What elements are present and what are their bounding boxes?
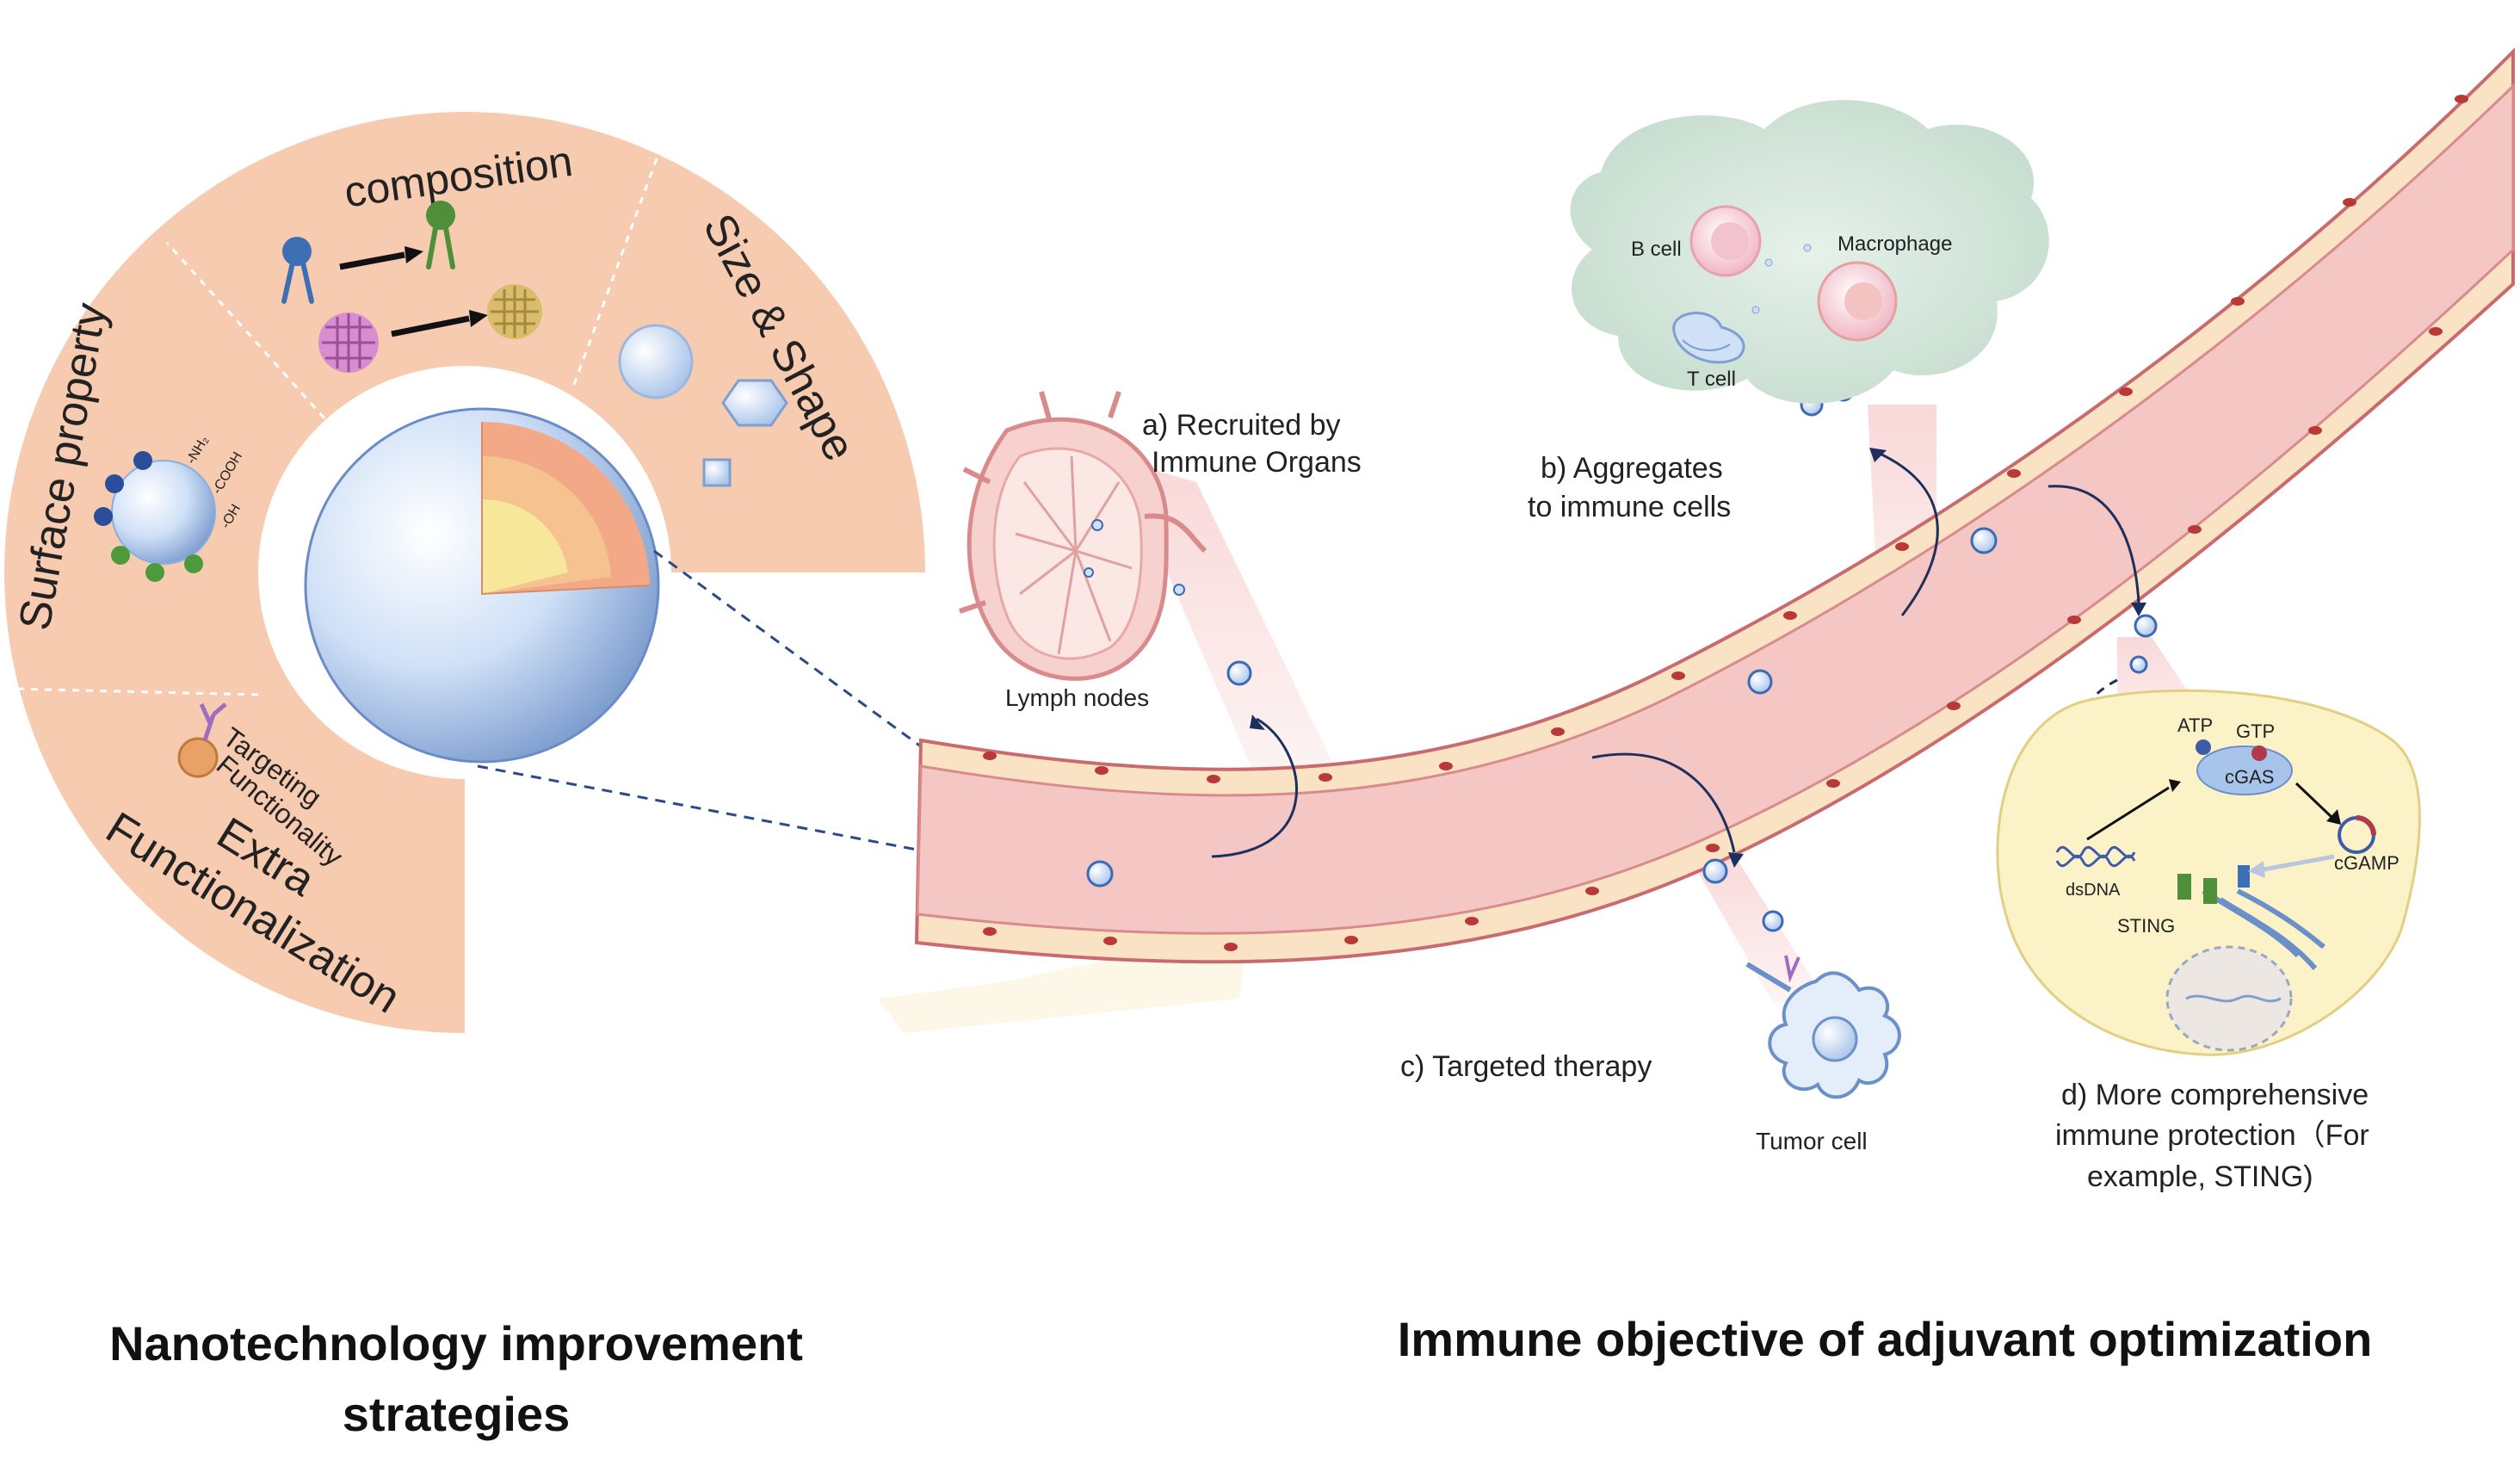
- cgamp-icon: [2338, 815, 2376, 854]
- lymph-nodes-label: Lymph nodes: [1005, 684, 1149, 711]
- free-nanoparticles: [1226, 381, 2158, 932]
- cgas-enzyme: [2196, 745, 2293, 795]
- b-cell-label: B cell: [1631, 238, 1682, 261]
- b-cell-icon: [1689, 205, 1762, 277]
- macrophage-icon: [1817, 261, 1898, 342]
- label-a-line2: Immune Organs: [1152, 446, 1362, 479]
- hexagon-shape-icon: [721, 379, 788, 427]
- zoom-lines: [477, 549, 1090, 884]
- lipid-blue-icon: [281, 237, 314, 304]
- label-b-line2: to immune cells: [1528, 491, 1731, 523]
- macrophage-label: Macrophage: [1838, 232, 1952, 256]
- cgamp-label: cGAMP: [2334, 852, 2400, 874]
- sting-label: STING: [2117, 915, 2175, 937]
- right-caption: Immune objective of adjuvant optimizatio…: [1282, 1304, 2487, 1375]
- beam-lymph: [1119, 461, 1343, 783]
- core-shell-nanoparticle: [304, 407, 660, 764]
- label-d-line3: example, STING): [2087, 1160, 2313, 1193]
- label-b-line1: b) Aggregates: [1541, 452, 1723, 485]
- immune-cell-cloud: [1570, 100, 2049, 404]
- lymph-node-organ: [959, 391, 1208, 681]
- dsdna-label: dsDNA: [2066, 881, 2121, 900]
- cgas-label: cGAS: [2225, 766, 2274, 788]
- dna-nanoparticle-icon: [318, 312, 379, 373]
- dsdna-icon: [2055, 845, 2136, 859]
- right-panel: a) Recruited by Immune Organs Lymph node…: [878, 47, 2515, 1193]
- tumor-cell-icon: [1745, 955, 1901, 1099]
- left-caption-line2: strategies: [342, 1387, 571, 1441]
- gold-nanoparticle-icon: [487, 284, 542, 339]
- strategy-fan-background: [4, 112, 925, 1033]
- left-caption: Nanotechnology improvement strategies: [26, 1308, 886, 1450]
- tumor-cell-label: Tumor cell: [1756, 1128, 1868, 1154]
- sphere-shape-icon: [618, 324, 694, 399]
- arrow-right-icon-2: [391, 310, 488, 337]
- label-d-line2: immune protection（For: [2055, 1119, 2369, 1152]
- left-caption-line1: Nanotechnology improvement: [109, 1316, 803, 1370]
- arrow-right-icon: [339, 246, 423, 270]
- t-cell-label: T cell: [1687, 368, 1736, 391]
- gtp-label: GTP: [2236, 721, 2275, 742]
- label-c: c) Targeted therapy: [1400, 1050, 1652, 1083]
- t-cell-icon: [1672, 312, 1745, 364]
- cube-shape-icon: [702, 458, 732, 487]
- label-d-line1: d) More comprehensive: [2061, 1079, 2369, 1111]
- sting-pathway-cell: [1996, 689, 2421, 1056]
- atp-label: ATP: [2177, 715, 2213, 736]
- label-a-line1: a) Recruited by: [1142, 409, 1341, 442]
- blood-vessel: [914, 47, 2515, 964]
- fan-dividers: [10, 151, 661, 696]
- lipid-green-icon: [426, 201, 455, 269]
- targeting-ligand-icon: [177, 702, 227, 778]
- beam-tumor: [1687, 848, 1825, 1003]
- right-caption-text: Immune objective of adjuvant optimizatio…: [1397, 1312, 2373, 1366]
